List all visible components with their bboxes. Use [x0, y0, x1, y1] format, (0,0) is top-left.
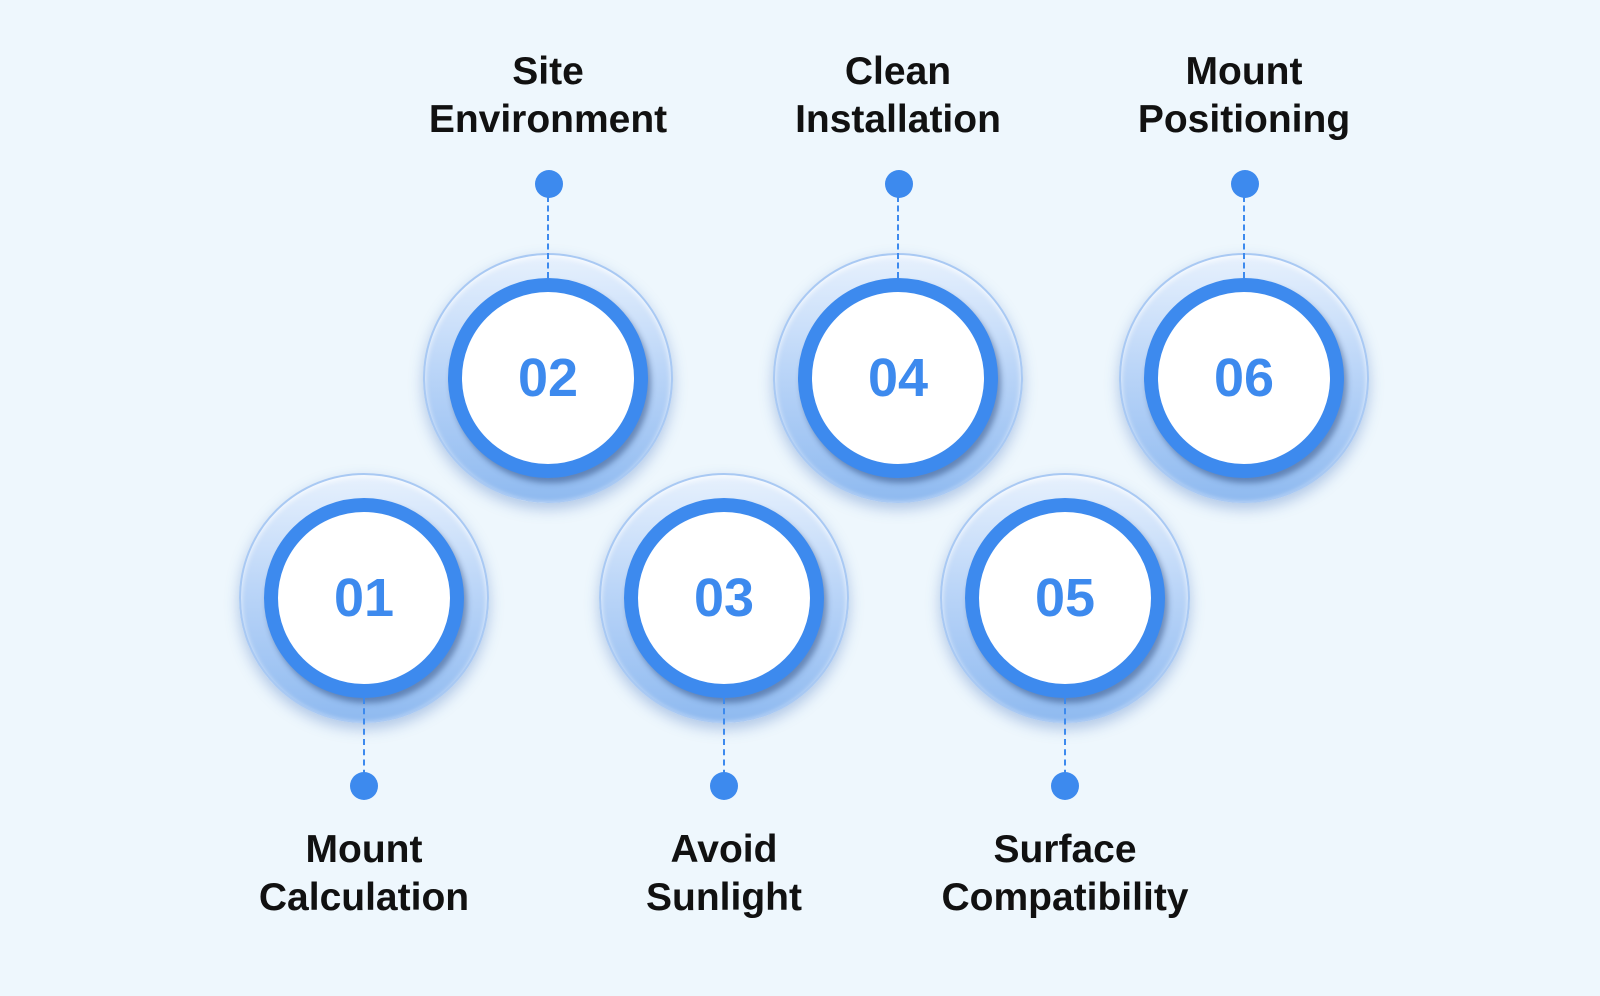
step-05-label-line2: Compatibility	[941, 876, 1189, 919]
step-02-label: Site Environment	[398, 48, 698, 144]
step-03-dot	[710, 772, 738, 800]
step-01-dot	[350, 772, 378, 800]
step-02-label-line1: Site	[512, 50, 584, 93]
step-03-label-line2: Sunlight	[646, 876, 802, 919]
step-01-label-line2: Calculation	[258, 876, 470, 919]
step-01-connector	[363, 698, 365, 786]
step-02-label-line2: Environment	[428, 98, 668, 141]
step-03-number: 03	[693, 568, 755, 628]
step-06-number: 06	[1213, 348, 1275, 408]
step-05-connector	[1064, 698, 1066, 786]
step-06-label-line1: Mount	[1185, 50, 1303, 93]
step-03-connector	[723, 698, 725, 786]
step-04-connector	[897, 196, 899, 278]
step-04-dot	[885, 170, 913, 198]
step-02-number: 02	[517, 348, 579, 408]
step-06-label-line2: Positioning	[1137, 98, 1351, 141]
step-04-label-line1: Clean	[844, 50, 952, 93]
step-01-label-line1: Mount	[305, 828, 423, 871]
step-05-number: 05	[1034, 568, 1096, 628]
step-02-connector	[547, 196, 549, 278]
step-04-number: 04	[867, 348, 929, 408]
step-04-label: Clean Installation	[748, 48, 1048, 144]
step-05-label-line1: Surface	[993, 828, 1137, 871]
step-01-label: Mount Calculation	[214, 826, 514, 922]
step-06-label: Mount Positioning	[1094, 48, 1394, 144]
step-03-label-line1: Avoid	[670, 828, 778, 871]
step-05-label: Surface Compatibility	[915, 826, 1215, 922]
step-04-label-line2: Installation	[795, 98, 1001, 141]
step-03-label: Avoid Sunlight	[574, 826, 874, 922]
step-06-connector	[1243, 196, 1245, 278]
step-05-dot	[1051, 772, 1079, 800]
step-02-dot	[535, 170, 563, 198]
step-01-number: 01	[333, 568, 395, 628]
step-06-dot	[1231, 170, 1259, 198]
